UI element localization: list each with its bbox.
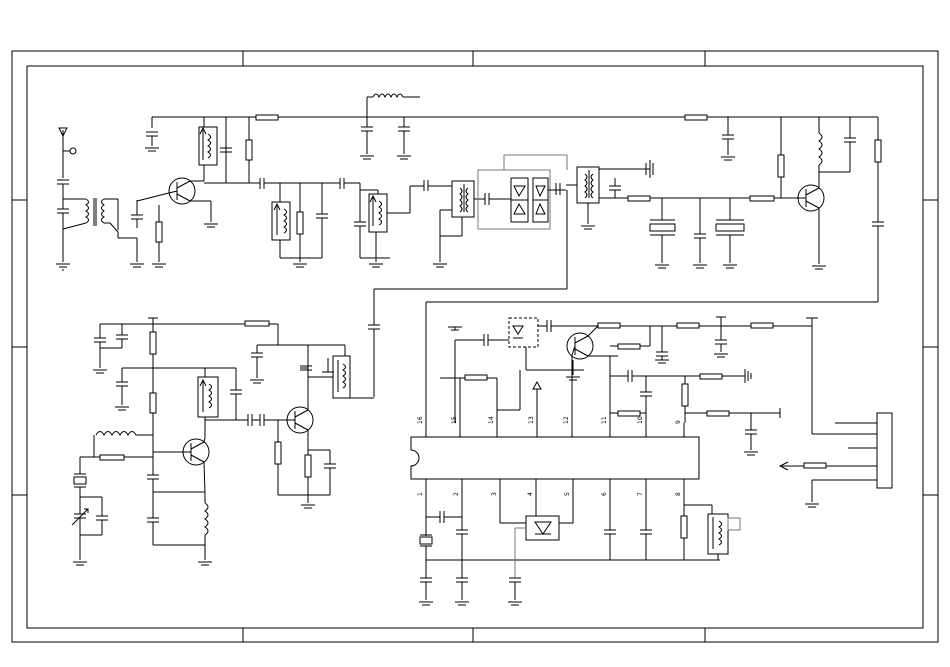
top-inductor [367, 94, 420, 117]
local-oscillator [72, 318, 374, 565]
ic-pin-label: 6 [601, 492, 608, 496]
ic-pin-label: 12 [563, 416, 570, 424]
ic-top-pins: 16 15 14 13 12 11 10 9 [417, 416, 684, 437]
osc-transformer [198, 377, 218, 417]
input-transformer [63, 198, 104, 229]
ic-pin-label: 8 [675, 492, 682, 496]
mixer-transformer [333, 356, 350, 398]
ic-pin-label: 7 [637, 492, 644, 496]
rf-front-end [56, 94, 884, 437]
ic-pin-label: 13 [528, 416, 535, 424]
ic-pin-label: 1 [417, 492, 424, 496]
ic-pin-label: 14 [488, 416, 495, 424]
ic-pin-label: 10 [637, 416, 644, 424]
quadrature-coil [509, 318, 538, 347]
crystal [74, 477, 86, 484]
ic-pin-label: 2 [453, 492, 460, 496]
ic-bottom-pins: 1 2 3 4 5 6 7 8 [417, 479, 684, 496]
ic-pin-label: 3 [491, 492, 498, 496]
if-transformer-2 [272, 202, 290, 240]
output-connector [780, 413, 892, 507]
transistor-q5 [567, 333, 593, 359]
crystal-2 [420, 537, 432, 544]
ic-pin-label: 9 [675, 420, 682, 424]
transistor-q2 [798, 185, 824, 211]
ic-pin-label: 16 [417, 416, 424, 424]
if-transformer-3 [369, 194, 387, 232]
ic-pin-label: 11 [601, 416, 608, 424]
audio-transformer [708, 514, 728, 554]
ic-pin-label: 4 [527, 492, 534, 496]
ic-pin-label: 5 [564, 492, 571, 496]
if-transformer-5 [577, 167, 599, 203]
ceramic-filter-block [478, 155, 567, 229]
ic-chip [411, 437, 699, 479]
ic-section: 16 15 14 13 12 11 10 9 1 2 3 4 5 6 7 8 [411, 317, 892, 605]
ceramic-resonator-2 [716, 198, 744, 263]
transistor-q1 [137, 178, 195, 204]
ceramic-resonator-1 [650, 198, 675, 263]
ceramic-discriminator [526, 516, 559, 540]
if-transformer-4 [452, 181, 474, 217]
osc-inductor [96, 432, 136, 436]
if-transformer-1 [199, 127, 217, 165]
antenna-symbol [59, 128, 76, 178]
